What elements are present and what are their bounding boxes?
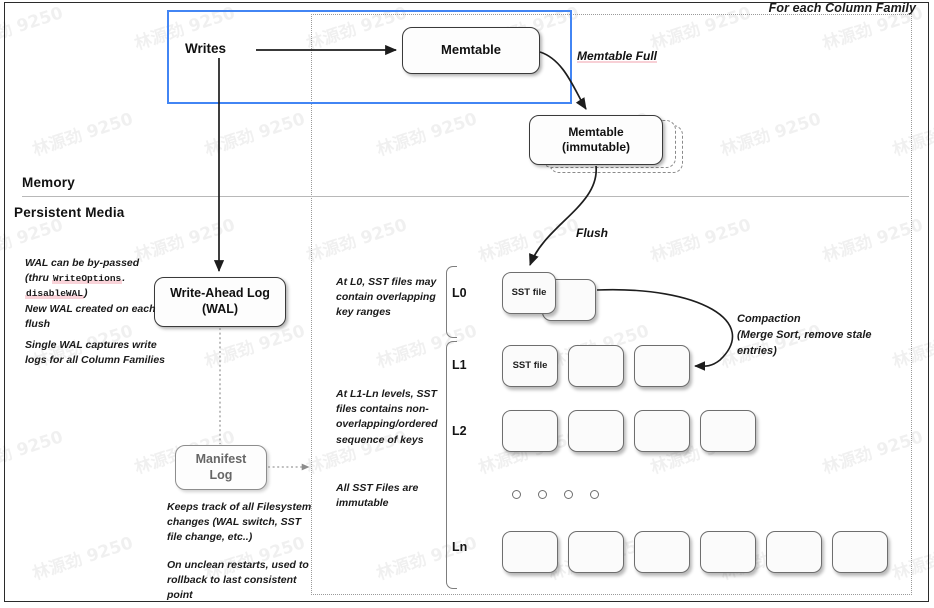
diagram-outer-frame bbox=[4, 2, 929, 602]
annotation-sst-immutable: All SST Files are immutable bbox=[336, 482, 419, 510]
compaction-line2: (Merge Sort, remove stale bbox=[737, 328, 872, 341]
ellipsis-dot-1 bbox=[512, 490, 521, 499]
wal-line1: Write-Ahead Log bbox=[170, 286, 270, 301]
manifest-line2: Log bbox=[209, 467, 233, 482]
memory-persistent-divider bbox=[22, 196, 909, 197]
compaction-line1: Compaction bbox=[737, 313, 801, 325]
level-bracket-l0 bbox=[446, 266, 457, 338]
column-family-region bbox=[311, 14, 912, 595]
compaction-line3: entries) bbox=[737, 344, 777, 357]
sst-file-l1-3[interactable] bbox=[634, 345, 690, 387]
persistent-media-layer-label: Persistent Media bbox=[14, 205, 125, 220]
sst-file-ln-2[interactable] bbox=[568, 531, 624, 573]
ellipsis-dot-4 bbox=[590, 490, 599, 499]
annotation-l1ln-ordered: At L1-Ln levels, SST files contains non-… bbox=[336, 388, 438, 446]
sst-file-l2-2[interactable] bbox=[568, 410, 624, 452]
disable-wal-code: disableWAL bbox=[25, 288, 85, 300]
manifest-log-node[interactable]: Manifest Log bbox=[175, 445, 267, 490]
writes-label: Writes bbox=[185, 41, 227, 56]
annotation-wal-bypass: WAL can be by-passed (thru WriteOptions.… bbox=[25, 256, 165, 302]
level-label-ln: Ln bbox=[452, 540, 468, 554]
ellipsis-dot-3 bbox=[564, 490, 573, 499]
memtable-full-text: Memtable Full bbox=[577, 49, 658, 63]
column-family-label: For each Column Family bbox=[768, 1, 916, 15]
sst-file-l1-2[interactable] bbox=[568, 345, 624, 387]
sst-file-ln-5[interactable] bbox=[766, 531, 822, 573]
sst-file-l0-1[interactable]: SST file bbox=[502, 272, 556, 314]
sst-file-l1-1[interactable]: SST file bbox=[502, 345, 558, 387]
wal-line2: (WAL) bbox=[201, 302, 239, 316]
annotation-manifest-keeps-track: Keeps track of all Filesystem changes (W… bbox=[167, 501, 312, 544]
level-label-l2: L2 bbox=[452, 424, 467, 438]
sst-file-l2-4[interactable] bbox=[700, 410, 756, 452]
memtable-immutable-line1: Memtable bbox=[568, 125, 624, 139]
annotation-l0-overlapping: At L0, SST files may contain overlapping… bbox=[336, 276, 437, 319]
level-bracket-l1-ln bbox=[446, 341, 457, 589]
memtable-node[interactable]: Memtable bbox=[402, 27, 540, 74]
flush-edge-label: Flush bbox=[576, 226, 608, 240]
sst-file-l2-1[interactable] bbox=[502, 410, 558, 452]
write-ahead-log-node[interactable]: Write-Ahead Log (WAL) bbox=[154, 277, 286, 327]
sst-file-ln-1[interactable] bbox=[502, 531, 558, 573]
sst-file-l2-3[interactable] bbox=[634, 410, 690, 452]
write-options-code: WriteOptions bbox=[51, 273, 123, 285]
wal-bypass-dot: . bbox=[122, 272, 126, 285]
ellipsis-dot-2 bbox=[538, 490, 547, 499]
compaction-edge-label: Compaction (Merge Sort, remove stale ent… bbox=[737, 312, 897, 360]
memtable-immutable-node[interactable]: Memtable (immutable) bbox=[529, 115, 663, 165]
wal-bypass-close: ) bbox=[84, 287, 88, 300]
manifest-line1: Manifest bbox=[195, 451, 247, 466]
memtable-immutable-line2: (immutable) bbox=[561, 140, 630, 154]
annotation-wal-single-all-cf: Single WAL captures write logs for all C… bbox=[25, 339, 166, 367]
level-label-l1: L1 bbox=[452, 358, 467, 372]
sst-file-ln-4[interactable] bbox=[700, 531, 756, 573]
wal-bypass-thru: (thru bbox=[25, 272, 52, 285]
sst-file-ln-3[interactable] bbox=[634, 531, 690, 573]
wal-bypass-line1: WAL can be by-passed bbox=[25, 257, 140, 269]
memory-layer-label: Memory bbox=[22, 175, 75, 190]
sst-file-ln-6[interactable] bbox=[832, 531, 888, 573]
memtable-full-edge-label: Memtable Full bbox=[577, 49, 658, 63]
annotation-manifest-unclean-restart: On unclean restarts, used to rollback to… bbox=[167, 559, 309, 602]
level-label-l0: L0 bbox=[452, 286, 467, 300]
annotation-wal-new-each-flush: New WAL created on each flush bbox=[25, 303, 156, 331]
